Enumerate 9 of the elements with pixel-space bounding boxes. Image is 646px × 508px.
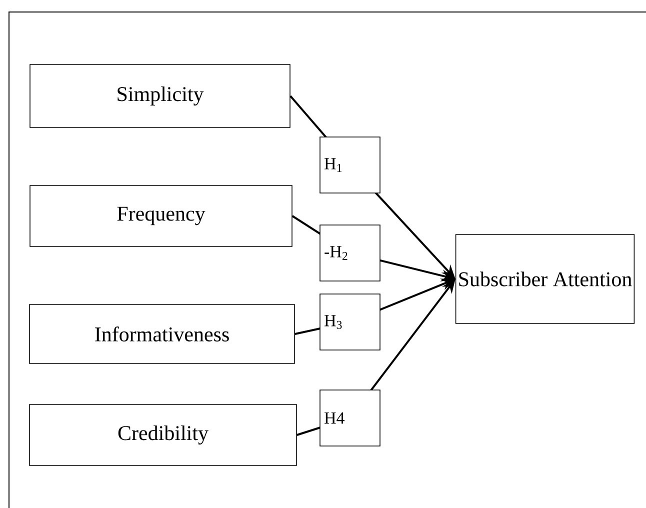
edge-label: H4 [320, 390, 380, 446]
edge-label: -H$_{2}$ [320, 224, 380, 282]
edge-label: H$_{3}$ [320, 294, 380, 350]
factor-box: Credibility [29, 404, 297, 466]
factor-box: Simplicity [30, 64, 290, 128]
factor-box: Subscriber Attention [455, 234, 635, 324]
factor-box: Informativeness [29, 304, 295, 364]
factor-box: Frequency [30, 185, 292, 247]
edge-label: H$_{1}$ [320, 136, 380, 194]
